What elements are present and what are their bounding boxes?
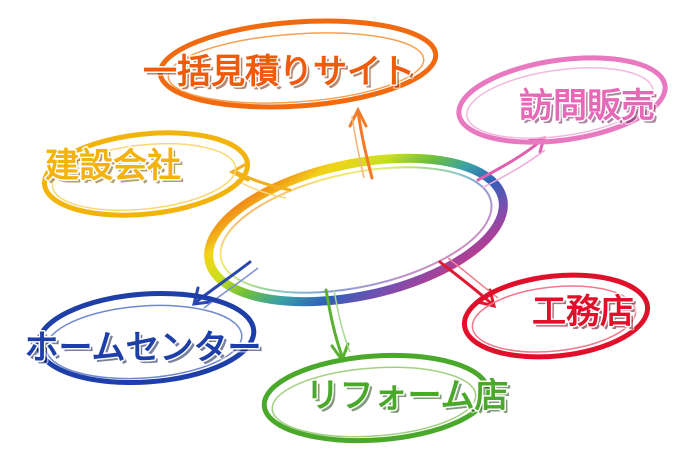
ikkatsu-bubble [157,18,439,110]
kensetsu-label: 建設会社 [45,146,181,186]
houmon-bubble-inner [466,67,654,139]
home-bubble [35,290,257,386]
node-houmon: 訪問販売 訪問販売 [456,55,668,189]
arrow-to-houmon-hatch [481,149,546,189]
kensetsu-bubble [41,130,251,218]
koumuten-label: 工務店 [532,292,634,332]
node-kensetsu: 建設会社 建設会社 [41,130,292,218]
koumuten-bubble [461,272,651,360]
houmon-label: 訪問販売 [519,86,655,126]
node-reform: リフォーム店 リフォーム店 [261,288,513,444]
kensetsu-bubble-inner [51,143,237,211]
node-koumuten: 工務店 工務店 [438,257,651,360]
ikkatsu-bubble-inner [167,32,425,104]
center-ellipse [204,153,508,307]
node-ikkatsu: 一括見積りサイト 一括見積りサイト [142,18,439,180]
reform-label-shadow: リフォーム店 [309,379,512,419]
node-home: ホームセンター ホームセンター [23,260,266,386]
arrow-to-home-hatch [203,267,259,309]
home-label: ホームセンター [25,328,262,368]
arrow-to-ikkatsu-hatch [351,115,365,179]
arrow-to-koumuten [438,260,497,309]
houmon-label-shadow: 訪問販売 [522,89,658,129]
ikkatsu-label: 一括見積りサイト [143,52,415,92]
reform-bubble-inner [271,366,477,438]
ikkatsu-label-shadow: 一括見積りサイト [146,55,418,95]
kensetsu-label-shadow: 建設会社 [48,149,184,189]
houmon-bubble [456,55,668,145]
arrow-to-reform-hatch [333,289,351,353]
reform-bubble [261,352,491,444]
home-bubble-inner [45,304,243,380]
center-node [204,153,508,307]
koumuten-label-shadow: 工務店 [535,295,637,335]
home-label-shadow: ホームセンター [28,331,265,371]
koumuten-bubble-inner [471,285,637,353]
center-ellipse-inner [219,166,493,294]
reform-label: リフォーム店 [306,376,509,416]
